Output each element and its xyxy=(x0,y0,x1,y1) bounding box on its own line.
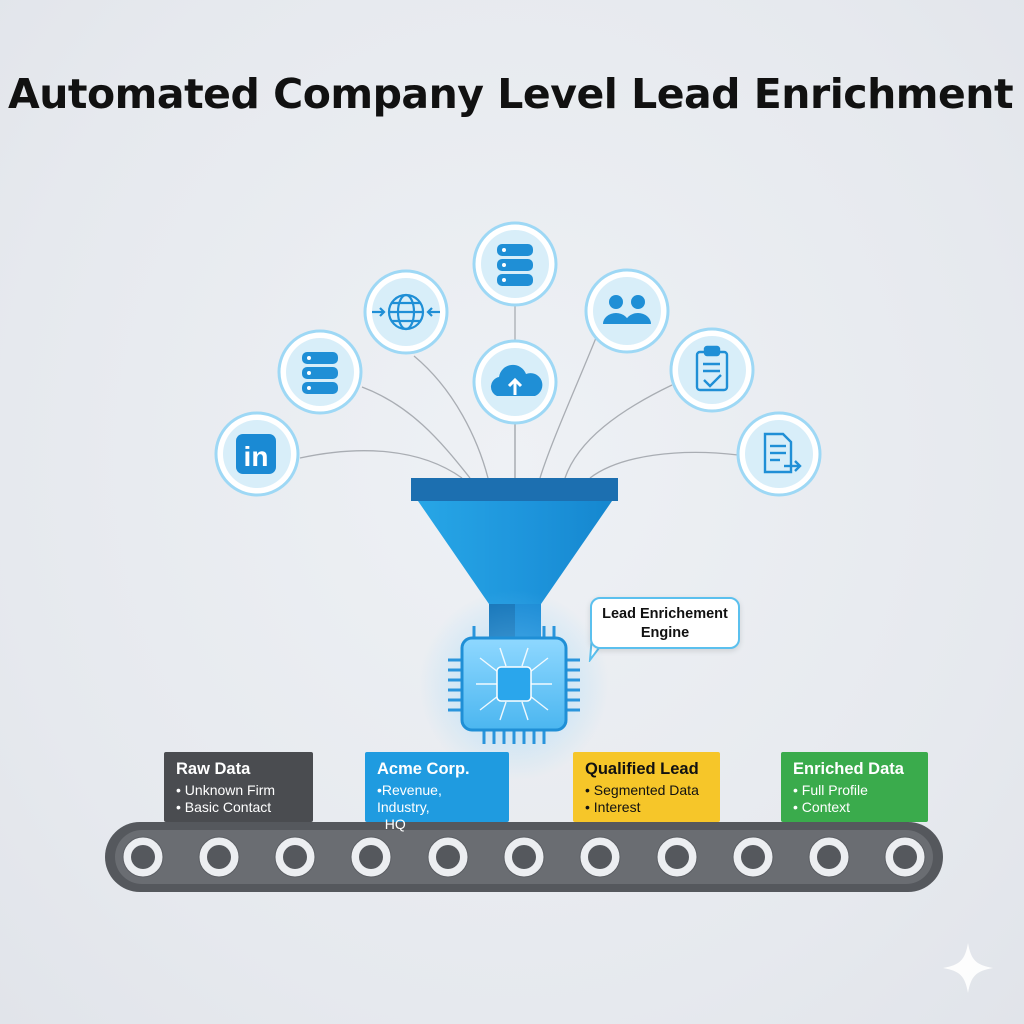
stage-line: • Full Profile xyxy=(793,782,916,799)
linkedin-icon: in xyxy=(236,434,276,474)
stage-line: HQ xyxy=(377,816,497,833)
stage-title: Enriched Data xyxy=(793,760,916,779)
stage-title: Qualified Lead xyxy=(585,760,708,779)
engine-callout: Lead Enrichement Engine xyxy=(590,597,740,649)
source-users xyxy=(586,270,668,352)
stage-line: • Basic Contact xyxy=(176,799,301,816)
stage-line: • Interest xyxy=(585,799,708,816)
stage-title: Acme Corp. xyxy=(377,760,497,779)
database-icon xyxy=(497,244,533,286)
source-database-left xyxy=(279,331,361,413)
sparkle-icon xyxy=(943,943,993,993)
stage-raw-data: Raw Data • Unknown Firm • Basic Contact xyxy=(164,752,313,822)
source-database-top xyxy=(474,223,556,305)
source-cloud xyxy=(474,341,556,423)
conveyor-belt xyxy=(105,822,943,892)
stage-line: •Revenue, Industry, xyxy=(377,782,497,816)
engine-label: Lead Enrichement Engine xyxy=(602,606,728,641)
source-document xyxy=(738,413,820,495)
source-globe xyxy=(365,271,447,353)
stage-line: • Unknown Firm xyxy=(176,782,301,799)
stage-line: • Segmented Data xyxy=(585,782,708,799)
database-icon xyxy=(302,352,338,394)
svg-text:in: in xyxy=(244,441,269,472)
source-linkedin: in xyxy=(216,413,298,495)
source-clipboard xyxy=(671,329,753,411)
stage-acme-corp: Acme Corp. •Revenue, Industry, HQ xyxy=(365,752,509,822)
stage-enriched-data: Enriched Data • Full Profile • Context xyxy=(781,752,928,822)
stage-title: Raw Data xyxy=(176,760,301,779)
stage-qualified-lead: Qualified Lead • Segmented Data • Intere… xyxy=(573,752,720,822)
stage-line: • Context xyxy=(793,799,916,816)
